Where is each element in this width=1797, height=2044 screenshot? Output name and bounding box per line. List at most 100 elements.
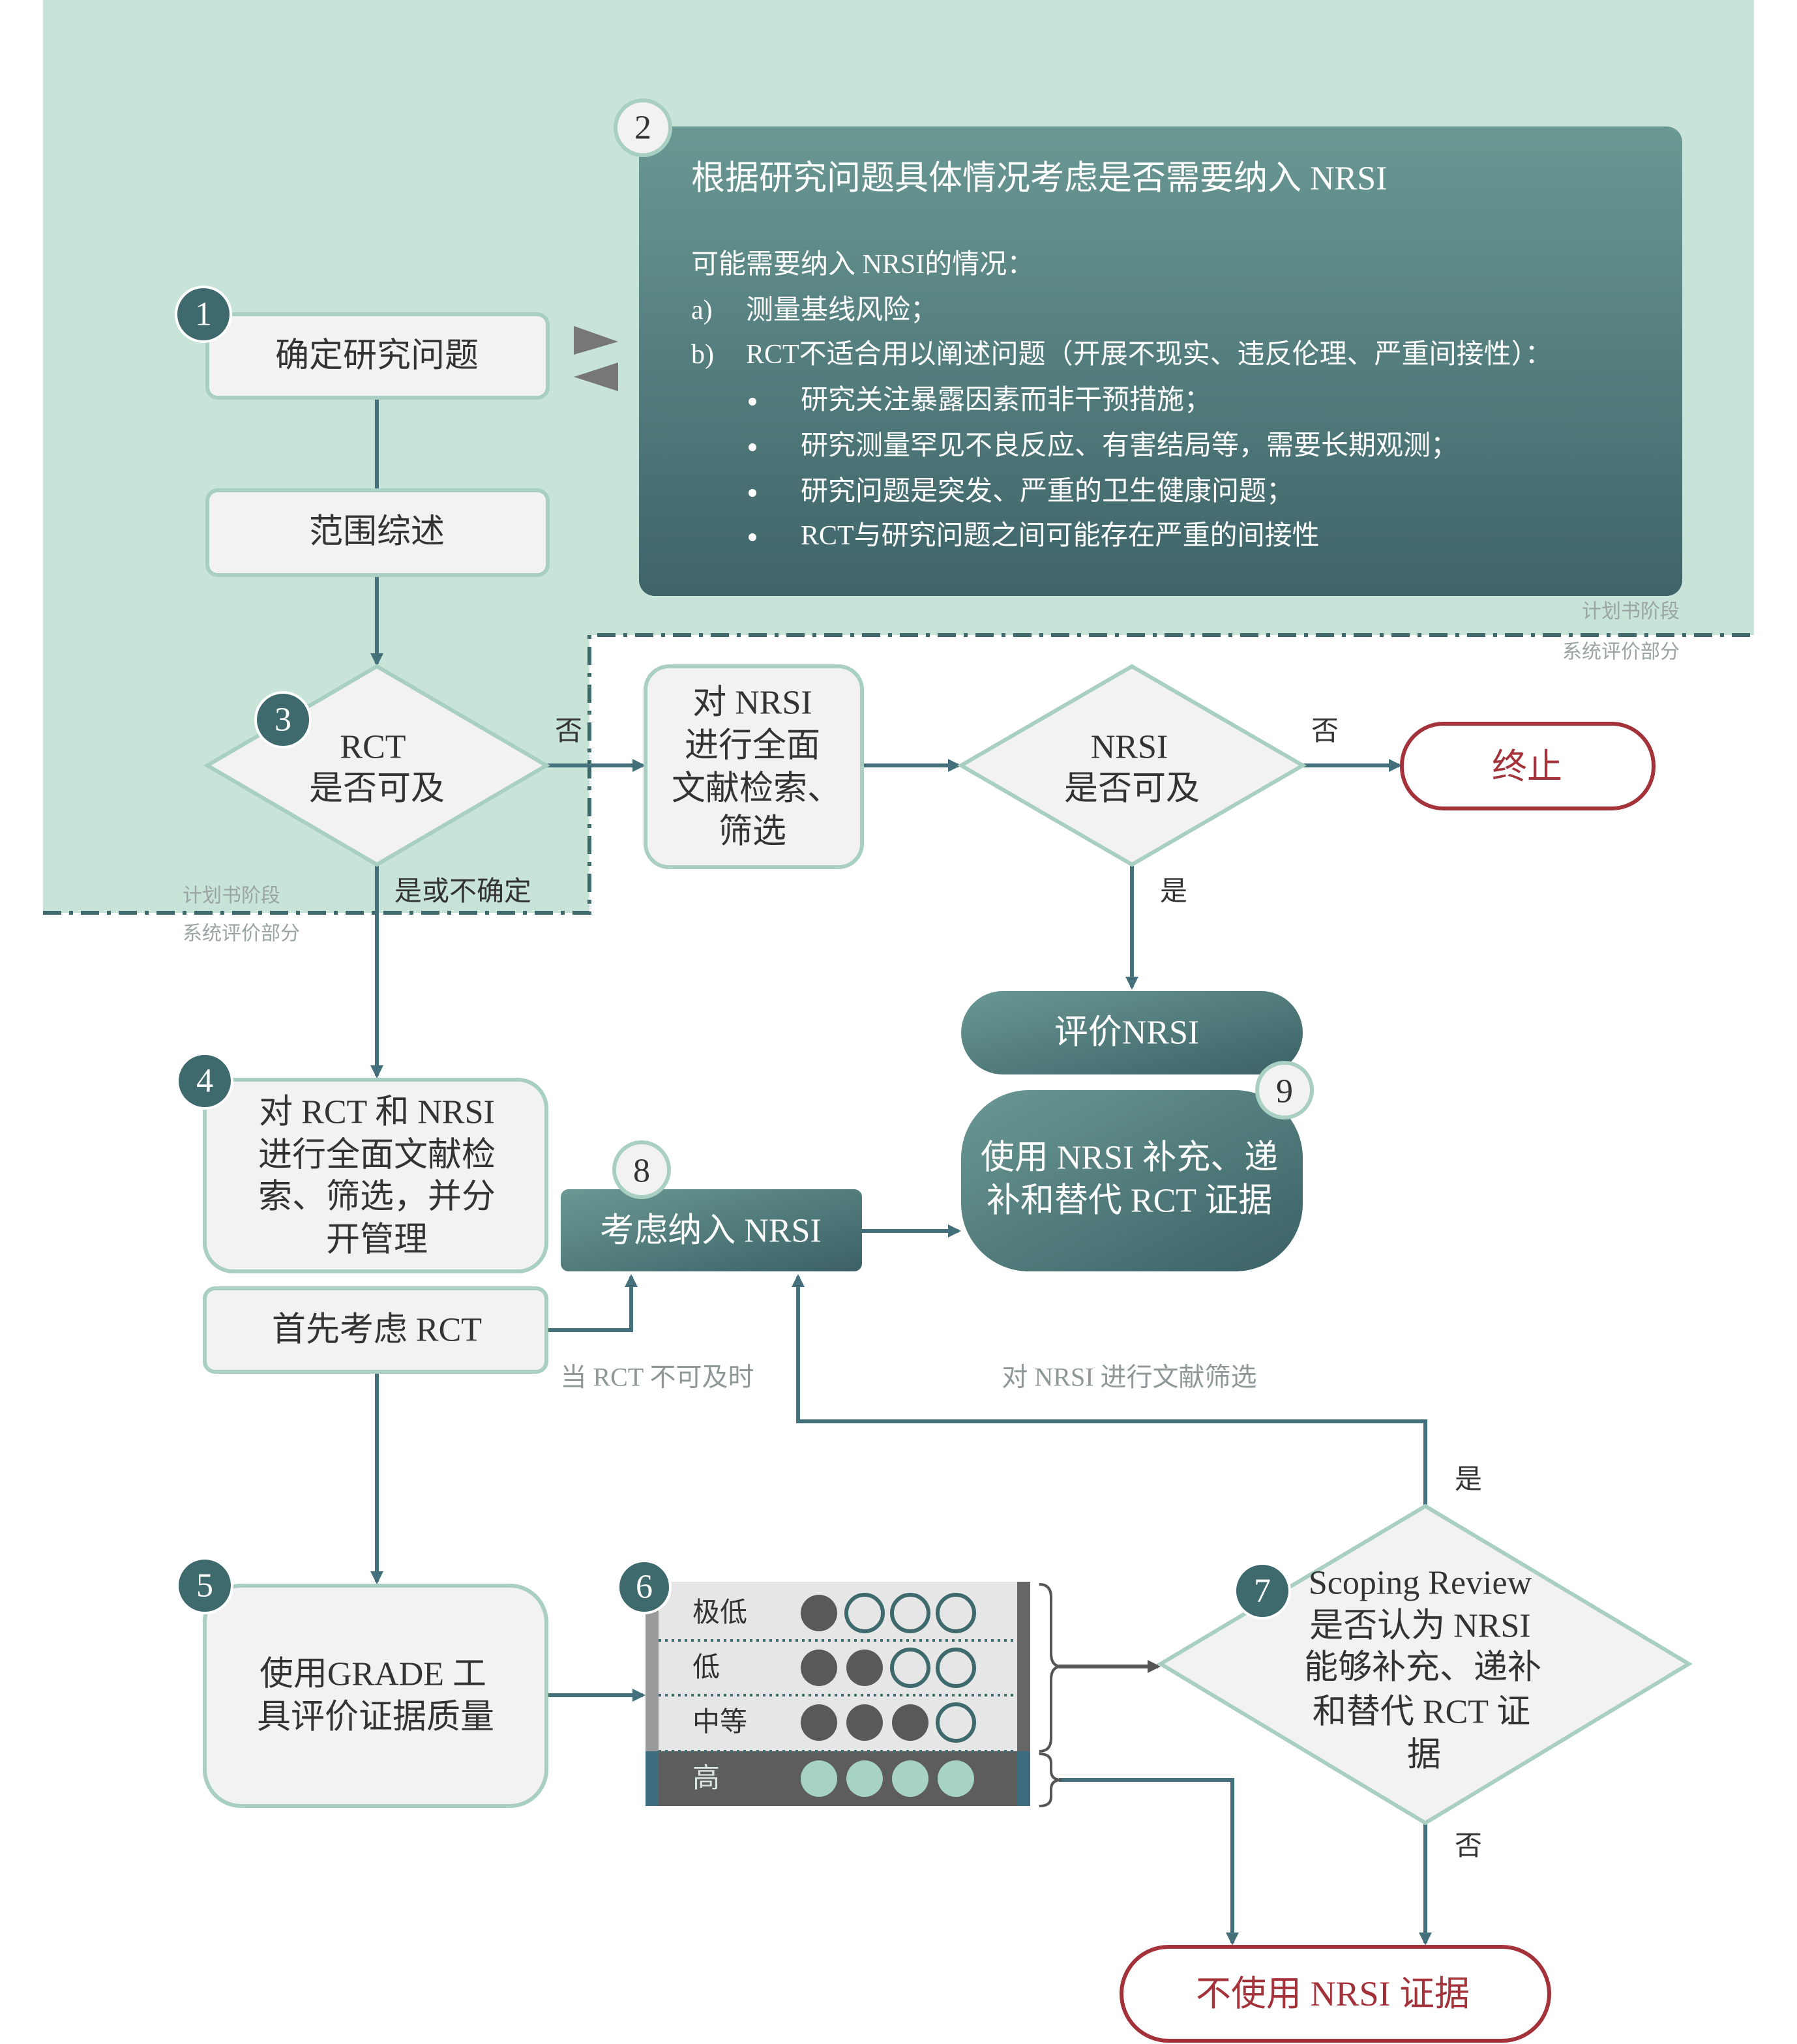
stop-terminal: 终止 — [1400, 722, 1656, 810]
step-1-number: 1 — [195, 296, 212, 333]
step-7-scoping-decision: Scoping Review 是否认为 NRSI 能够补充、递补 和替代 RCT… — [1157, 1503, 1693, 1826]
protocol-stage-label-top: 计划书阶段 — [1582, 601, 1680, 623]
grade-high-circle — [938, 1760, 974, 1797]
step-5-grade-assessment: 使用GRADE 工 具评价证据质量 5 — [176, 1557, 548, 1808]
brace-high-level — [1039, 1753, 1062, 1807]
nrsi-availability-decision: NRSI 是否可及 — [957, 664, 1307, 867]
bullet-icon — [749, 398, 756, 406]
edge-label-rct-yes-or-unsure: 是或不确定 — [394, 876, 531, 907]
step-7-line: 是否认为 NRSI — [1309, 1608, 1530, 1645]
step-7-line: 能够补充、递补 — [1304, 1650, 1541, 1687]
edge-label-nrsi-no: 否 — [1311, 717, 1339, 747]
step-4-line: 进行全面文献检 — [258, 1137, 496, 1174]
step-5-line: 使用GRADE 工 — [260, 1656, 486, 1693]
step-9-number: 9 — [1276, 1073, 1293, 1110]
step-4-line: 开管理 — [326, 1222, 428, 1259]
rct-first-box — [203, 1286, 548, 1374]
grade-level-label: 低 — [692, 1653, 720, 1683]
step-9-line: 补和替代 RCT 证据 — [987, 1183, 1272, 1220]
step-2-intro: 可能需要纳入 NRSI的情况： — [691, 250, 1034, 280]
nrsi-search-step: 对 NRSI 进行全面 文献检索、 筛选 — [644, 664, 864, 869]
step-7-line: 和替代 RCT 证 — [1313, 1694, 1530, 1731]
step-9-use-nrsi: 使用 NRSI 补充、递 补和替代 RCT 证据 9 — [961, 1061, 1314, 1271]
grade-level-label: 中等 — [692, 1708, 747, 1738]
step-2-badge — [614, 98, 672, 157]
grade-high-circle — [846, 1760, 883, 1797]
step-2-item-a-text: 测量基线风险； — [746, 295, 938, 325]
nrsi-search-line: 进行全面 — [685, 728, 820, 765]
step-7-number: 7 — [1254, 1573, 1271, 1610]
step-3-rct-decision: RCT 是否可及 3 — [203, 664, 550, 867]
bullet-icon — [749, 533, 756, 541]
connector-scoping-yes — [792, 1274, 1427, 1506]
grade-filled-circle — [846, 1704, 883, 1741]
step-9-badge — [1255, 1061, 1314, 1119]
step-4-line: 索、筛选，并分 — [258, 1179, 496, 1216]
step-9-line: 使用 NRSI 补充、递 — [981, 1140, 1278, 1177]
step-2-bullet: 研究问题是突发、严重的卫生健康问题； — [801, 476, 1294, 507]
nrsi-search-box — [644, 664, 864, 869]
evaluate-nrsi-label: 评价NRSI — [1054, 1015, 1199, 1052]
edge-label-scoping-no: 否 — [1455, 1831, 1482, 1861]
grade-empty-circle — [844, 1593, 885, 1633]
step-2-panel-box — [639, 126, 1682, 596]
step-8-badge — [612, 1140, 671, 1199]
step-4-box — [203, 1078, 548, 1273]
edge-label-nrsi-yes: 是 — [1160, 877, 1187, 907]
brace-lower-levels — [1039, 1583, 1062, 1753]
step-2-item-b-text: RCT不适合用以阐述问题（开展不现实、违反伦理、严重间接性）： — [746, 339, 1552, 370]
grade-level-label: 极低 — [692, 1598, 747, 1628]
grade-empty-circle — [936, 1648, 976, 1688]
left-triangle-icon — [574, 363, 618, 391]
bullet-icon — [749, 489, 756, 497]
scoping-review-label: 范围综述 — [309, 514, 445, 551]
step-4-number: 4 — [196, 1063, 213, 1100]
grade-empty-circle — [936, 1593, 976, 1633]
step-5-number: 5 — [196, 1567, 213, 1605]
step-2-nrsi-criteria-panel: 根据研究问题具体情况考虑是否需要纳入 NRSI 可能需要纳入 NRSI的情况： … — [614, 98, 1682, 596]
connectors — [370, 398, 1432, 1946]
grade-filled-circle — [801, 1704, 837, 1741]
nrsi-decision-diamond — [957, 664, 1307, 867]
step-1-define-question: 确定研究问题 1 — [175, 286, 550, 400]
step-8-consider-nrsi: 考虑纳入 NRSI 8 — [561, 1140, 862, 1271]
stop-terminal-box — [1400, 722, 1656, 810]
grade-filled-circle — [801, 1650, 837, 1686]
step-8-box — [561, 1189, 862, 1271]
scoping-review-step: 范围综述 — [205, 488, 550, 577]
step-3-line: 是否可及 — [309, 771, 445, 808]
connector-high-to-no-nrsi — [1059, 1778, 1239, 1946]
step-5-box — [203, 1584, 548, 1808]
step-6-grade-levels-panel: 极低 低 中等 高 6 — [617, 1560, 1030, 1806]
step-1-badge — [175, 286, 232, 343]
protocol-stage-label-left: 计划书阶段 — [183, 885, 280, 907]
step-2-item-b-marker: b) — [691, 340, 714, 370]
edge-label-screen-nrsi: 对 NRSI 进行文献筛选 — [1002, 1363, 1256, 1392]
evaluate-nrsi-step: 评价NRSI — [961, 991, 1303, 1074]
step-3-line: RCT — [340, 729, 406, 766]
stage-divider-line — [43, 633, 1754, 915]
step-2-item-a-marker: a) — [691, 295, 713, 325]
grade-filled-circle — [846, 1650, 883, 1686]
step-8-number: 8 — [633, 1153, 650, 1190]
stop-terminal-label: 终止 — [1492, 747, 1562, 786]
nrsi-decision-line: NRSI — [1091, 729, 1168, 766]
evaluate-nrsi-box — [961, 991, 1303, 1074]
step-2-title: 根据研究问题具体情况考虑是否需要纳入 NRSI — [691, 160, 1387, 198]
no-nrsi-terminal-label: 不使用 NRSI 证据 — [1196, 1974, 1470, 2013]
step-4-badge — [176, 1052, 233, 1110]
scoping-review-box — [205, 488, 550, 577]
step-9-box — [961, 1090, 1303, 1271]
step-2-bullet: RCT与研究问题之间可能存在严重的间接性 — [801, 520, 1320, 551]
step-8-label: 考虑纳入 NRSI — [600, 1213, 821, 1250]
step-2-bullet: 研究关注暴露因素而非干预措施； — [801, 385, 1211, 415]
step-6-badge — [617, 1560, 672, 1614]
connector-rct-unavailable — [546, 1274, 638, 1332]
review-stage-label-top: 系统评价部分 — [1562, 642, 1680, 663]
grade-rating-circles — [801, 1593, 976, 1797]
step-1-box — [205, 312, 550, 400]
grade-level-label: 高 — [692, 1764, 720, 1794]
review-stage-label-left: 系统评价部分 — [183, 923, 300, 945]
grade-high-right-edge — [1017, 1751, 1030, 1806]
